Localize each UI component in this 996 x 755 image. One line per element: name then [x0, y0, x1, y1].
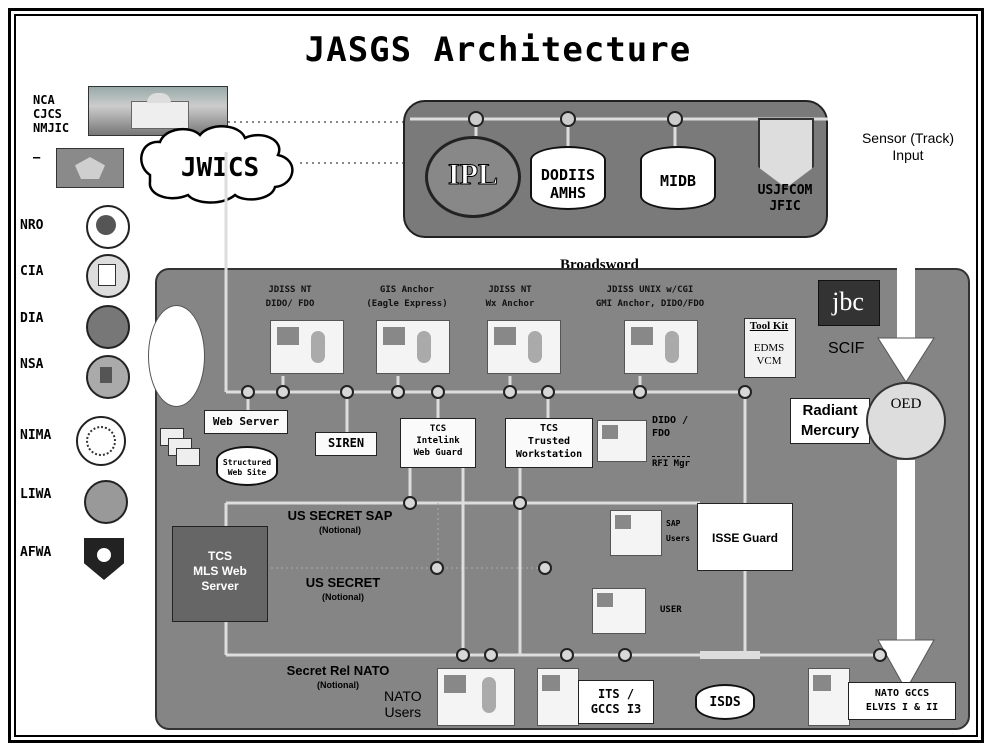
inner-frame: [14, 14, 978, 737]
agency-nsa: NSA: [20, 357, 44, 372]
tcs-intelink-box: TCS Intelink Web Guard: [400, 418, 476, 468]
nima-seal-icon: [76, 416, 126, 466]
secret-node: [430, 561, 444, 575]
workstation-icon: [487, 320, 561, 374]
sap-node: [513, 496, 527, 510]
nato-users-label: NATO Users: [384, 688, 422, 720]
bus-node: [633, 385, 647, 399]
us-secret-sap-label: US SECRET SAP (Notional): [280, 508, 400, 538]
user-workstation-icon: [592, 588, 646, 634]
nato-node: [618, 648, 632, 662]
scif-bubble: [148, 305, 205, 407]
oed-label: OED: [890, 396, 922, 412]
bus-node: [340, 385, 354, 399]
usjfcom-label: USJFCOM JFIC: [757, 183, 813, 214]
agency-afwa: AFWA: [20, 545, 52, 560]
workstation-label-2: GIS Anchor (Eagle Express): [366, 285, 448, 309]
secret-rel-nato-sub: (Notional): [317, 680, 359, 690]
tcs-mls-web-server-box: TCS MLS Web Server: [172, 526, 268, 622]
rfi-mgr-label: RFI Mgr: [652, 456, 690, 469]
agency-nro: NRO: [20, 218, 44, 233]
toolkit-items: EDMS VCM: [753, 342, 785, 367]
us-secret-sap-sub: (Notional): [319, 525, 361, 535]
workstation-label-1: JDISS NT DIDO/ FDO: [265, 285, 315, 309]
nato-node: [873, 648, 887, 662]
nmjic-label: NMJIC: [33, 121, 70, 135]
nato-node: [456, 648, 470, 662]
dash-label: –: [33, 150, 41, 164]
sap-users-label: SAP Users: [666, 519, 691, 543]
liwa-seal-icon: [84, 480, 128, 524]
agency-dia: DIA: [20, 311, 44, 326]
nato-workstation-icon: [437, 668, 515, 726]
nato-node: [560, 648, 574, 662]
jbc-label: jbc: [832, 287, 864, 316]
bus-node: [431, 385, 445, 399]
nato-gccs-box: NATO GCCS ELVIS I & II: [848, 682, 956, 720]
bus-node: [541, 385, 555, 399]
folders-icon: [160, 428, 200, 468]
nato-node: [484, 648, 498, 662]
nca-label: NCA: [33, 93, 55, 107]
secret-node: [538, 561, 552, 575]
jbc-logo: [818, 280, 880, 326]
workstation-icon: [624, 320, 698, 374]
oed-icon: [866, 382, 946, 460]
bus-node: [503, 385, 517, 399]
tcs-trusted-box: TCS Trusted Workstation: [505, 418, 593, 468]
agency-nima: NIMA: [20, 428, 52, 443]
agency-cia: CIA: [20, 264, 44, 279]
bus-node: [276, 385, 290, 399]
pentagon-image: [56, 148, 124, 188]
sap-node: [403, 496, 417, 510]
workstation-label-4: JDISS UNIX w/CGI GMI Anchor, DIDO/FDO: [595, 285, 705, 309]
nato-gccs-workstation-icon: [808, 668, 850, 726]
dido-workstation-icon: [597, 420, 647, 462]
jwics-label: JWICS: [180, 153, 260, 183]
workstation-icon: [376, 320, 450, 374]
cjcs-label: CJCS: [33, 107, 62, 121]
users-label: USER: [660, 605, 682, 615]
isds-db: ISDS: [695, 684, 755, 720]
radiant-mercury-box: Radiant Mercury: [790, 398, 870, 444]
secret-rel-nato-label: Secret Rel NATO (Notional): [268, 663, 408, 693]
isse-guard-box: ISSE Guard: [697, 503, 793, 571]
nsa-seal-icon: [86, 355, 130, 399]
dia-seal-icon: [86, 305, 130, 349]
toolkit-title: Tool Kit: [749, 320, 789, 332]
us-secret-sap-text: US SECRET SAP: [287, 508, 393, 523]
secret-rel-nato-text: Secret Rel NATO: [286, 663, 390, 678]
page-title: JASGS Architecture: [304, 30, 692, 70]
workstation-label-3: JDISS NT Wx Anchor: [485, 285, 535, 309]
cia-seal-icon: [86, 254, 130, 298]
its-gccs-box: ITS / GCCS I3: [578, 680, 654, 724]
bus-node: [391, 385, 405, 399]
nato-workstation-icon-2: [537, 668, 579, 726]
siren-box: SIREN: [315, 432, 377, 456]
white-house-image: [88, 86, 228, 136]
web-server-box: Web Server: [204, 410, 288, 434]
ipl-icon: [425, 136, 521, 218]
midb-db: MIDB: [640, 146, 716, 210]
dodiis-amhs-db: DODIIS AMHS: [530, 146, 606, 210]
us-secret-text: US SECRET: [305, 575, 381, 590]
dido-fdo-label: DIDO / FDO: [652, 415, 689, 439]
us-secret-label: US SECRET (Notional): [283, 575, 403, 605]
workstation-icon: [270, 320, 344, 374]
toolkit-box: [744, 318, 796, 378]
bus-node: [738, 385, 752, 399]
ipl-label: IPL: [447, 158, 498, 192]
sensor-input-label: Sensor (Track) Input: [861, 130, 955, 163]
scif-label: SCIF: [828, 340, 865, 357]
nro-seal-icon: [86, 205, 130, 249]
bus-node: [241, 385, 255, 399]
structured-web-site-db: Structured Web Site: [216, 446, 278, 486]
us-secret-sub: (Notional): [322, 592, 364, 602]
sap-workstation-icon: [610, 510, 662, 556]
agency-liwa: LIWA: [20, 487, 52, 502]
